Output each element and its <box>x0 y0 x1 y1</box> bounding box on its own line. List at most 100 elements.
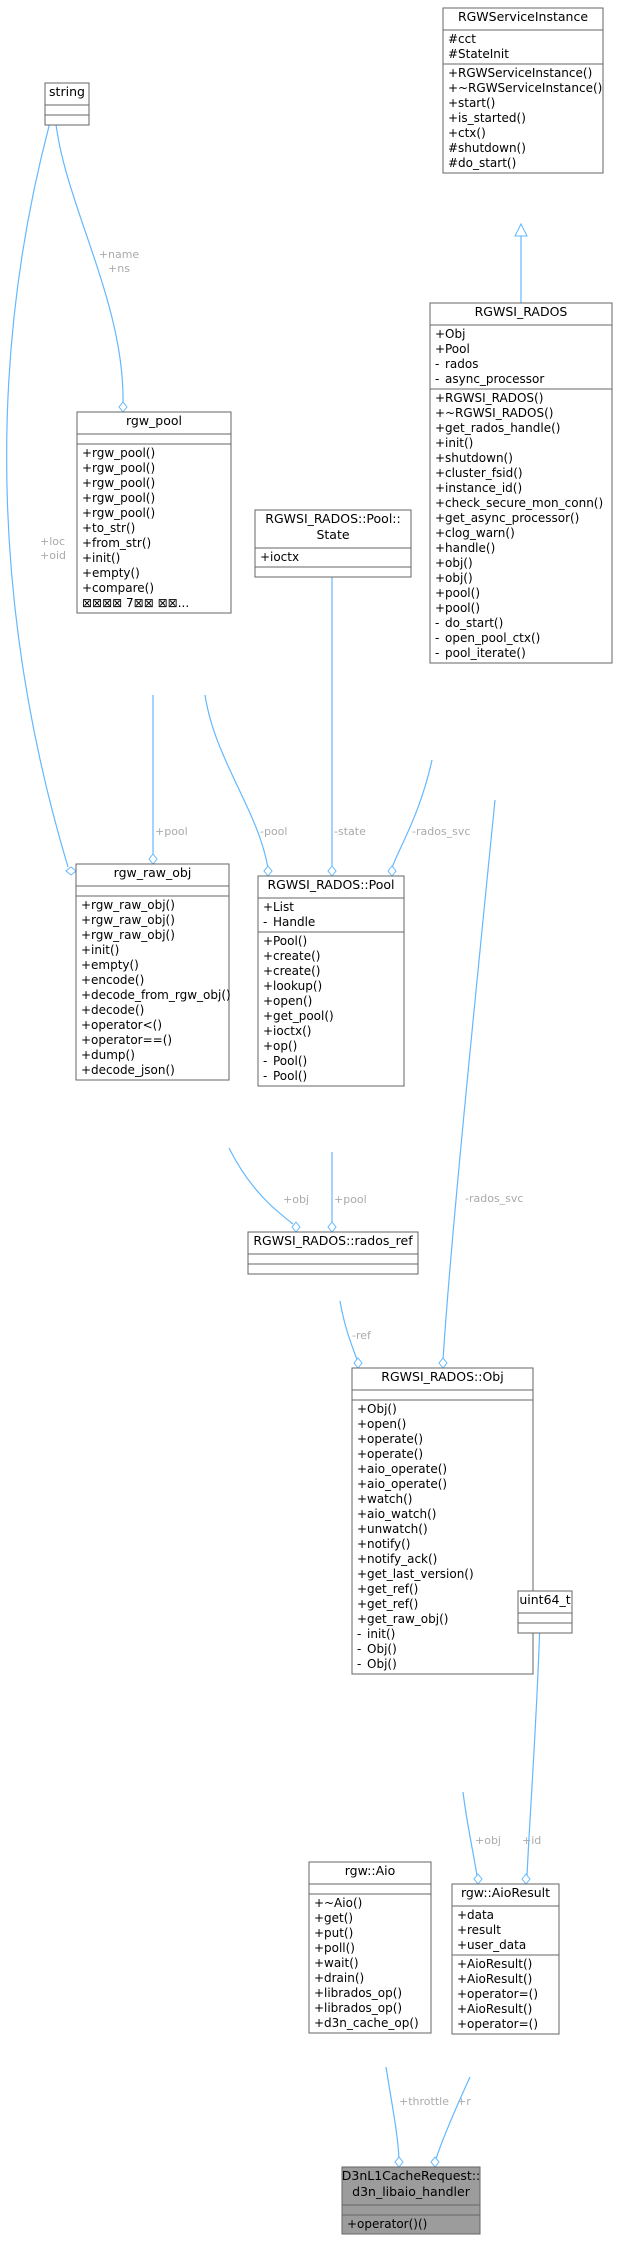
member-name: shutdown() <box>445 451 513 465</box>
member-name: cct <box>458 32 476 46</box>
edge-line <box>228 1147 294 1225</box>
member-visibility: + <box>435 436 445 450</box>
member-name: pool_iterate() <box>445 646 526 660</box>
edge-string-rgw_pool: +name+ns <box>54 114 139 413</box>
edge-label: +pool <box>334 1193 367 1206</box>
class-box-frame <box>247 1231 419 1275</box>
member-name: librados_op() <box>324 2001 402 2015</box>
class-title: d3n_libaio_handler <box>352 2184 471 2199</box>
member-visibility: + <box>81 958 91 972</box>
member-visibility: + <box>263 900 273 914</box>
member-visibility: + <box>314 1956 324 1970</box>
class-box-rgw_pool: rgw_pool+rgw_pool()+rgw_pool()+rgw_pool(… <box>76 411 232 614</box>
member-name: do_start() <box>445 616 503 630</box>
edge-label: +obj <box>475 1834 501 1847</box>
aggregation-diamond <box>473 1873 483 1885</box>
class-box-frame <box>451 1883 560 2035</box>
member-visibility: - <box>435 646 439 660</box>
member-name: AioResult() <box>467 1972 532 1986</box>
class-box-pool_state: RGWSI_RADOS::Pool::State+ioctx <box>254 509 412 578</box>
edge-line <box>6 114 69 868</box>
member-visibility: + <box>435 481 445 495</box>
edge-label: +ns <box>108 262 130 275</box>
member-name: decode() <box>91 1003 144 1017</box>
member-visibility: - <box>435 631 439 645</box>
edge-label: +pool <box>155 825 188 838</box>
edge-rados-pool: -rados_svc <box>387 759 470 877</box>
member-name: pool() <box>445 586 480 600</box>
member-visibility: + <box>82 506 92 520</box>
member-visibility: + <box>314 2016 324 2030</box>
class-box-frame <box>44 82 90 126</box>
class-title: rgw_raw_obj <box>114 865 192 880</box>
member-visibility: + <box>435 541 445 555</box>
class-box-frame <box>76 411 232 614</box>
edge-rados_ref-obj: -ref <box>339 1300 372 1369</box>
class-title: D3nL1CacheRequest:: <box>342 2168 481 2183</box>
member-visibility: + <box>457 2002 467 2016</box>
edge-line <box>339 1300 358 1361</box>
member-name: get_async_processor() <box>445 511 579 525</box>
member-visibility: + <box>357 1537 367 1551</box>
member-name: decode_from_rgw_obj() <box>91 988 231 1002</box>
aggregation-diamond <box>327 865 337 877</box>
edge-line <box>442 799 496 1361</box>
member-visibility: + <box>81 1003 91 1017</box>
member-name: ctx() <box>458 126 486 140</box>
edge-rados-obj: -rados_svc <box>438 799 523 1369</box>
member-visibility: + <box>82 446 92 460</box>
member-name: handle() <box>445 541 495 555</box>
member-name: ioctx <box>270 550 299 564</box>
aggregation-diamond <box>291 1221 301 1233</box>
member-visibility: # <box>448 156 458 170</box>
edge-label: +oid <box>40 549 66 562</box>
member-visibility: + <box>435 421 445 435</box>
member-visibility: + <box>82 476 92 490</box>
member-visibility: + <box>82 461 92 475</box>
member-visibility: + <box>357 1432 367 1446</box>
member-visibility: + <box>81 988 91 1002</box>
member-visibility: + <box>263 949 273 963</box>
member-name: rados <box>445 357 479 371</box>
member-name: Obj() <box>367 1642 397 1656</box>
member-visibility: # <box>448 141 458 155</box>
member-name: open() <box>367 1417 406 1431</box>
member-visibility: + <box>263 1039 273 1053</box>
member-visibility: - <box>435 616 439 630</box>
member-name: get_raw_obj() <box>367 1612 448 1626</box>
edge-pool-rados_ref: +pool <box>327 1152 367 1233</box>
member-visibility: + <box>82 521 92 535</box>
member-name: rgw_raw_obj() <box>91 928 175 942</box>
member-name: lookup() <box>273 979 322 993</box>
member-visibility: + <box>357 1462 367 1476</box>
member-name: AioResult() <box>467 2002 532 2016</box>
member-visibility: + <box>81 1063 91 1077</box>
member-name: get_ref() <box>367 1597 418 1611</box>
member-visibility: # <box>448 47 458 61</box>
member-name: async_processor <box>445 372 544 386</box>
class-box-rgwsi_rados: RGWSI_RADOS+Obj+Pool-rados-async_process… <box>429 302 613 664</box>
member-visibility: - <box>435 357 439 371</box>
edge-line <box>54 114 124 405</box>
aggregation-diamond <box>438 1357 448 1369</box>
member-name: wait() <box>324 1956 359 1970</box>
member-name: Obj <box>445 327 465 341</box>
edge-label: +throttle <box>399 2095 449 2108</box>
member-name: compare() <box>92 581 154 595</box>
class-box-d3n: D3nL1CacheRequest::d3n_libaio_handler+op… <box>341 2166 481 2235</box>
aggregation-diamond <box>148 853 158 865</box>
member-name: obj() <box>445 556 473 570</box>
class-title: rgw_pool <box>126 413 182 428</box>
member-visibility: + <box>81 913 91 927</box>
member-name: check_secure_mon_conn() <box>445 496 603 510</box>
member-visibility: + <box>82 551 92 565</box>
member-name: obj() <box>445 571 473 585</box>
member-visibility: + <box>448 66 458 80</box>
member-name: rgw_pool() <box>92 506 155 520</box>
member-name: get_ref() <box>367 1582 418 1596</box>
class-box-frame <box>517 1590 573 1634</box>
member-visibility: + <box>357 1612 367 1626</box>
member-visibility: + <box>448 96 458 110</box>
aggregation-diamond <box>353 1357 363 1369</box>
